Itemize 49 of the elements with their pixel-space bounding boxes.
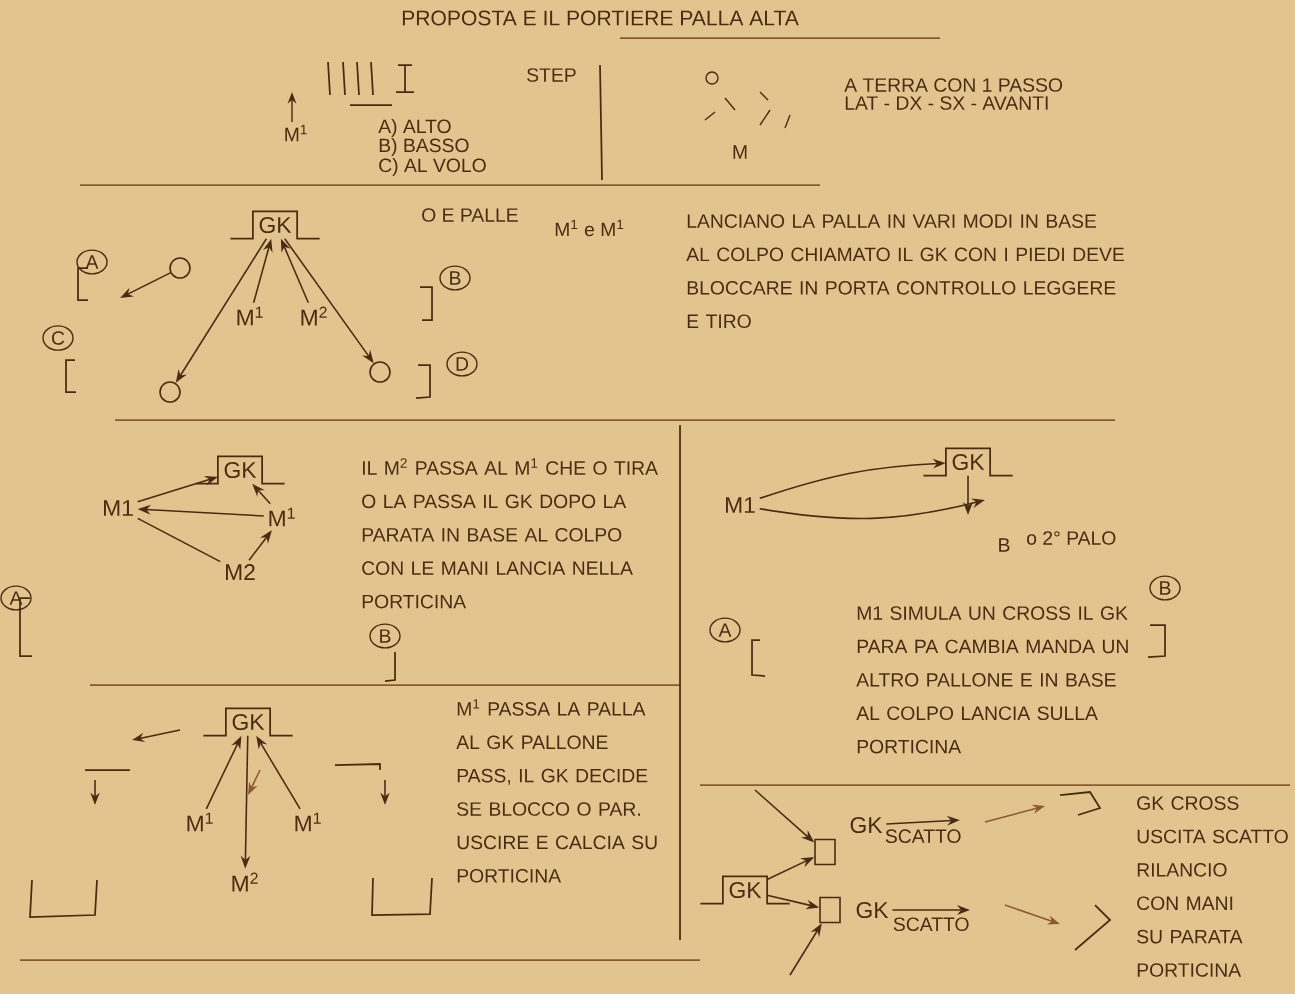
player-label: M$^{2}$ [232, 872, 258, 892]
player-label: M1 [104, 500, 133, 516]
note-text: M1 SIMULA UN CROSS IL GK PARA PA CAMBIA MANDA UN ALTRO PALLONE E IN BASE AL COLPO LANCIA SULLA PORTICINA [856, 606, 1128, 754]
note-text: LANCIANO LA PALLA IN VARI MODI IN BASE AL COLPO CHIAMATO IL GK CON I PIEDI DEVE BLOCCARE IN PORTA CONTROLLO LEGGERE E TIRO [686, 214, 1124, 329]
player-label: M$^{1}$ [187, 812, 213, 832]
circled-letter: B [369, 623, 401, 649]
player-label: M2 [226, 564, 255, 580]
player-label: GK [856, 901, 889, 919]
circled-letter: A [0, 585, 32, 611]
player-label: M1 [726, 497, 755, 513]
note-text: GK CROSS USCITA SCATTO RILANCIO CON MANI SU PARATA PORTICINA [1137, 796, 1288, 977]
circled-letter: B [439, 265, 471, 291]
ball-circle [369, 361, 391, 383]
text-label: M$^{1}$ [285, 124, 307, 142]
text-label: M$^{1}$ e M$^{1}$ [555, 219, 624, 237]
player-label: M$^{1}$ [237, 306, 263, 326]
cone-box [819, 896, 841, 924]
circled-letter: C [42, 325, 74, 351]
text-label: o 2° PALO [1027, 531, 1116, 545]
edge-label: SCATTO [885, 829, 961, 844]
ball-circle [159, 381, 181, 403]
text-label: A) ALTO [378, 119, 451, 137]
circled-letter: A [709, 617, 741, 643]
text-label: A TERRA CON 1 PASSO [844, 78, 1063, 92]
goal-box: GK [229, 210, 321, 240]
text-label: LAT - DX - SX - AVANTI [845, 96, 1048, 110]
text-label: M [733, 145, 747, 159]
text-label: O E PALLE [422, 208, 518, 222]
note-text: IL M$^{2}$ PASSA AL M$^{1}$ CHE O TIRA O LA PASSA IL GK DOPO LA PARATA IN BASE AL COLPO CON LE MANI LANCIA NELLA PORTICINA [362, 458, 658, 609]
text-label: B [999, 538, 1010, 552]
goal-box: GK [194, 455, 286, 485]
player-label: M$^{1}$ [269, 507, 295, 527]
text-label: STEP [527, 68, 576, 82]
note-text: M$^{1}$ PASSA LA PALLA AL GK PALLONE PASS, IL GK DECIDE SE BLOCCO O PAR. USCIRE E CALCIA SU PORTICINA [456, 699, 657, 883]
goal-box: GK [699, 875, 791, 905]
edge-label: SCATTO [893, 917, 969, 932]
goal-box: GK [922, 447, 1014, 477]
ball-circle [169, 257, 191, 279]
player-label: M$^{1}$ [295, 812, 321, 832]
circled-letter: D [446, 351, 478, 377]
circled-letter: A [76, 249, 108, 275]
player-label: M$^{2}$ [301, 306, 327, 326]
text-label: C) AL VOLO [379, 158, 486, 176]
title: PROPOSTA E IL PORTIERE PALLA ALTA [402, 10, 799, 26]
goal-box: GK [202, 707, 294, 737]
cone-box [814, 838, 836, 866]
player-label: GK [850, 816, 883, 834]
text-label: B) BASSO [379, 138, 469, 156]
circled-letter: B [1149, 575, 1181, 601]
